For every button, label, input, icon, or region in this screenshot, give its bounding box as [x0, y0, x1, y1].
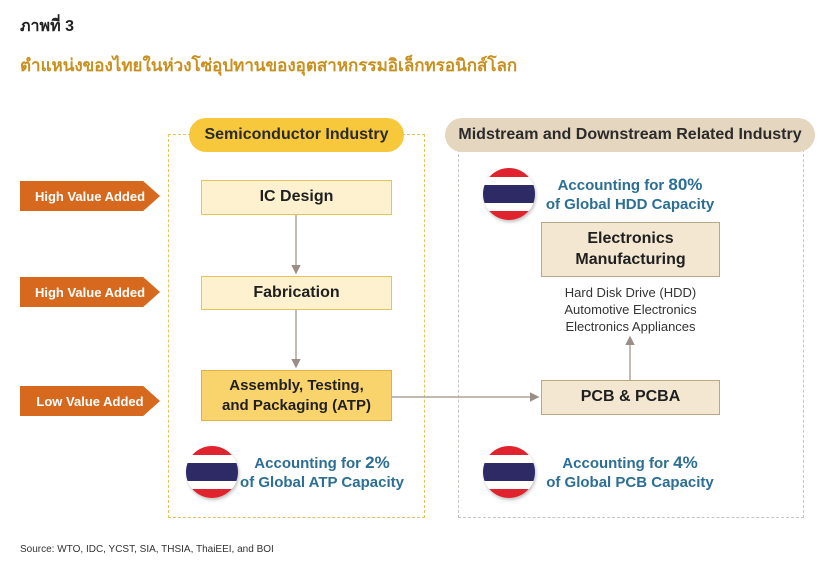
thailand-flag-icon — [483, 446, 535, 498]
hdd-stat-prefix: Accounting for — [557, 177, 669, 194]
stage-atp-line2: and Packaging (ATP) — [222, 396, 371, 414]
pcb-stat-prefix: Accounting for — [562, 455, 674, 472]
em-line2: Manufacturing — [575, 250, 686, 268]
figure-label: ภาพที่ 3 — [20, 18, 74, 35]
product-item: Automotive Electronics — [564, 301, 697, 317]
stage-atp: Assembly, Testing, and Packaging (ATP) — [201, 370, 392, 421]
semiconductor-header: Semiconductor Industry — [189, 118, 404, 152]
stage-atp-line1: Assembly, Testing, — [229, 377, 364, 394]
atp-stat-prefix: Accounting for — [254, 455, 366, 472]
product-item: Electronics Appliances — [565, 318, 696, 334]
atp-capacity-stat: Accounting for 2% of Global ATP Capacity — [240, 452, 404, 493]
em-line1: Electronics — [587, 229, 674, 247]
hdd-capacity-stat: Accounting for 80% of Global HDD Capacit… — [540, 174, 720, 215]
value-tag-fabrication: High Value Added — [20, 277, 160, 307]
product-list: Hard Disk Drive (HDD) Automotive Electro… — [520, 285, 741, 336]
pcb-capacity-stat: Accounting for 4% of Global PCB Capacity — [542, 452, 718, 493]
stage-ic-design: IC Design — [201, 180, 392, 215]
thailand-flag-icon — [483, 168, 535, 220]
atp-stat-value: 2% — [365, 453, 390, 472]
source-note: Source: WTO, IDC, YCST, SIA, THSIA, Thai… — [20, 544, 274, 555]
hdd-stat-line2: of Global HDD Capacity — [545, 195, 715, 213]
value-tag-ic-design: High Value Added — [20, 181, 160, 211]
figure-title: ตำแหน่งของไทยในห่วงโซ่อุปทานของอุตสาหกรร… — [20, 56, 518, 75]
hdd-stat-value: 80% — [668, 175, 703, 194]
stage-fabrication: Fabrication — [201, 276, 392, 310]
pcb-stat-line2: of Global PCB Capacity — [546, 473, 714, 491]
atp-stat-line2: of Global ATP Capacity — [240, 473, 404, 491]
value-tag-atp: Low Value Added — [20, 386, 160, 416]
downstream-header: Midstream and Downstream Related Industr… — [445, 118, 815, 152]
pcb-pcba-box: PCB & PCBA — [541, 380, 720, 415]
product-item: Hard Disk Drive (HDD) — [564, 285, 697, 300]
pcb-stat-value: 4% — [673, 453, 698, 472]
electronics-manufacturing-box: Electronics Manufacturing — [541, 222, 720, 277]
thailand-flag-icon — [186, 446, 238, 498]
